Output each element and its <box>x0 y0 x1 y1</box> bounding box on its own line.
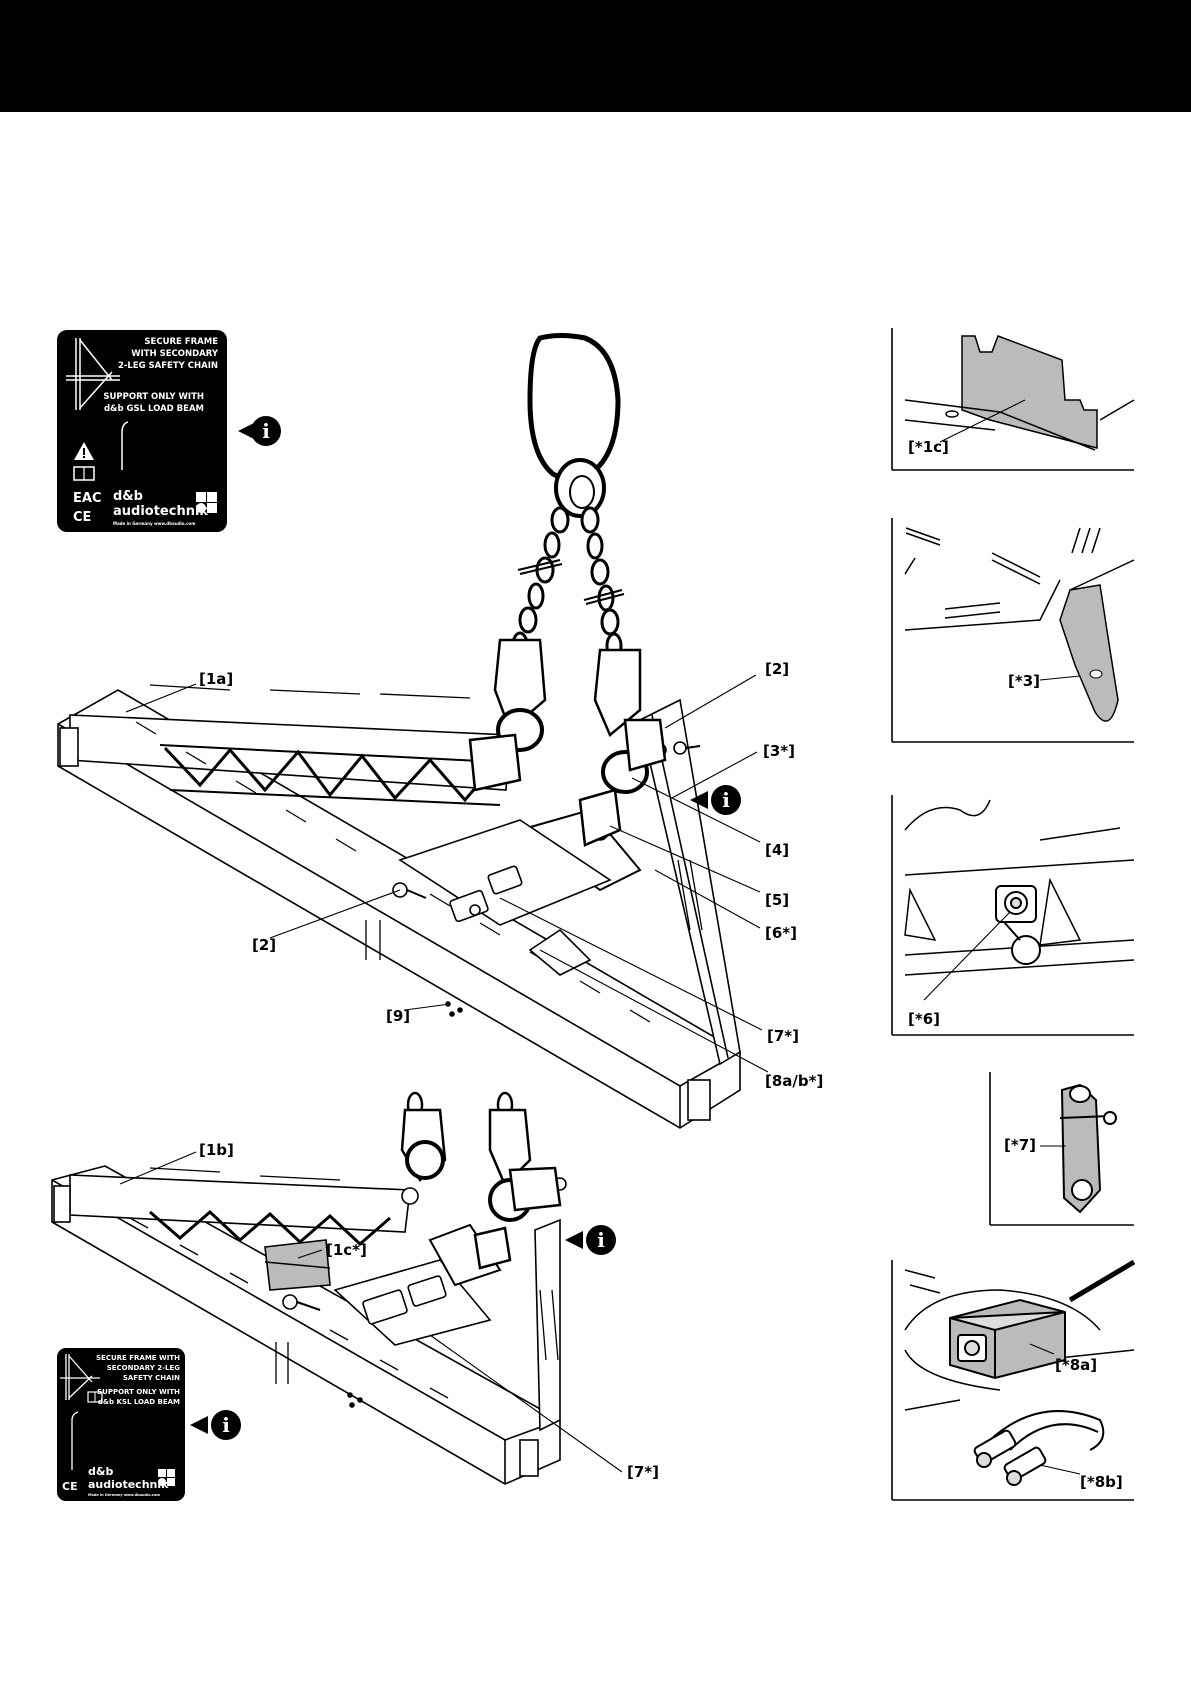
svg-text:i: i <box>222 1413 230 1437</box>
plate-top-line3: 2-LEG SAFETY CHAIN <box>118 361 218 371</box>
brand-line2: audiotechnik <box>113 504 208 519</box>
callout-4: [4] <box>765 841 789 859</box>
lifting-chain-bottom <box>400 1091 562 1270</box>
detail-label-6: [*6] <box>908 1010 940 1028</box>
detail-label-1c: [*1c] <box>908 438 949 456</box>
callout-2-right: [2] <box>765 660 789 678</box>
callout-1a: [1a] <box>199 670 233 688</box>
detail-panel-1c: [*1c] <box>891 328 1135 471</box>
plate-bottom-line2: SECONDARY 2-LEG <box>107 1364 181 1372</box>
plate-bottom-line3: SAFETY CHAIN <box>123 1374 180 1382</box>
header-bar <box>0 0 1191 112</box>
brand-line1: d&b <box>113 489 143 504</box>
info-icon: i <box>565 1225 616 1255</box>
detail-panel-3: [*3] <box>891 518 1135 743</box>
callout-1b: [1b] <box>199 1141 234 1159</box>
ce-mark: CE <box>73 510 91 525</box>
info-icon: i <box>238 416 281 446</box>
manual-book-icon <box>87 1391 103 1403</box>
callout-7: [7*] <box>767 1027 799 1045</box>
plate-bottom-line5: d&b KSL LOAD BEAM <box>98 1398 180 1406</box>
callout-6: [6*] <box>765 924 797 942</box>
detail-panel-6: [*6] <box>891 795 1135 1036</box>
plate-top-line2: WITH SECONDARY <box>131 349 219 359</box>
info-icon: i <box>690 785 741 815</box>
detail-label-7: [*7] <box>1004 1136 1036 1154</box>
info-icon: i <box>190 1410 241 1440</box>
plate-bottom-footer: Made in Germany www.dbaudio.com <box>88 1493 160 1497</box>
load-frame-bottom <box>51 1165 567 1485</box>
callout-5: [5] <box>765 891 789 909</box>
db-logo-icon <box>158 1469 175 1486</box>
detail-label-8a: [*8a] <box>1055 1356 1097 1374</box>
safety-plate-bottom: SECURE FRAME WITH SECONDARY 2-LEG SAFETY… <box>57 1348 185 1501</box>
lifting-chain <box>468 333 667 847</box>
socket-icon <box>995 885 1041 965</box>
plate-bottom-line4: SUPPORT ONLY WITH <box>97 1388 180 1396</box>
svg-text:i: i <box>262 419 270 443</box>
detail-panel-7: [*7] <box>989 1072 1134 1226</box>
safety-plate-top: SECURE FRAME WITH SECONDARY 2-LEG SAFETY… <box>57 330 227 532</box>
callout-8ab: [8a/b*] <box>765 1072 823 1090</box>
load-frame-top <box>57 684 741 1129</box>
warning-icon <box>74 442 94 460</box>
ce-mark-bottom: CE <box>62 1480 78 1493</box>
plate-top-line1: SECURE FRAME <box>144 337 218 347</box>
svg-text:i: i <box>722 788 730 812</box>
callout-1c: [1c*] <box>326 1241 367 1259</box>
plate-top-footer: Made in Germany www.dbaudio.com <box>113 521 195 526</box>
db-logo-icon <box>196 492 217 513</box>
plate-top-line5: d&b GSL LOAD BEAM <box>104 404 204 414</box>
shackle-icon <box>1059 1083 1117 1214</box>
svg-text:i: i <box>597 1228 605 1252</box>
junction-box-icon <box>949 1298 1066 1380</box>
brand-bottom-line1: d&b <box>88 1465 113 1478</box>
callout-7-bottom: [7*] <box>627 1463 659 1481</box>
callout-3: [3*] <box>763 742 795 760</box>
plate-top-line4: SUPPORT ONLY WITH <box>103 392 204 402</box>
detail-label-3: [*3] <box>1008 672 1040 690</box>
eac-mark: EAC <box>73 491 101 506</box>
callout-9: [9] <box>386 1007 410 1025</box>
plate-bottom-line1: SECURE FRAME WITH <box>96 1354 180 1362</box>
callout-2-left: [2] <box>252 936 276 954</box>
xlr-connector-icon <box>973 1410 1105 1486</box>
detail-label-8b: [*8b] <box>1080 1473 1123 1491</box>
brand-bottom-line2: audiotechnik <box>88 1478 169 1491</box>
detail-panel-8: [*8a] [*8b] <box>891 1259 1136 1501</box>
manual-book-icon <box>73 466 95 481</box>
